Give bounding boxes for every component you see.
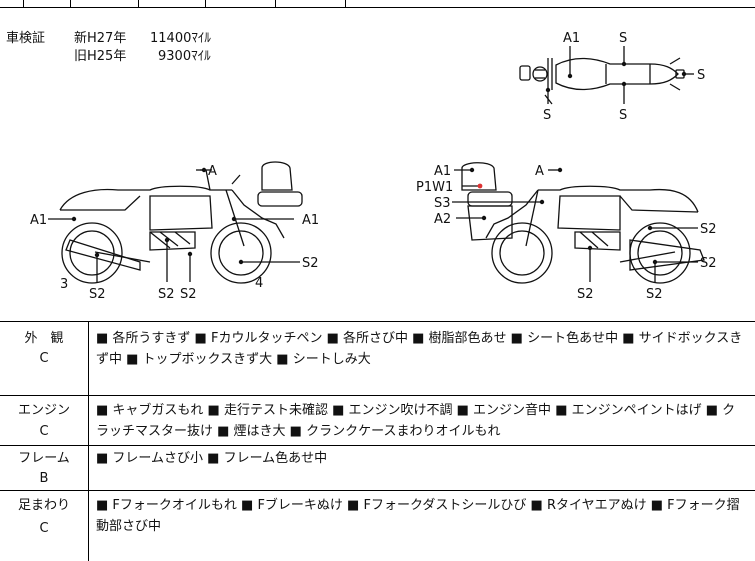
row-exterior-grade: C xyxy=(39,351,49,366)
top-view-motorcycle-icon xyxy=(519,57,685,105)
damage-dot xyxy=(231,216,237,222)
damage-dot xyxy=(164,237,170,243)
damage-dot xyxy=(201,167,207,173)
damage-dot xyxy=(71,216,77,222)
row-engine-notes: ■ キャブガスもれ ■ 走行テスト未確認 ■ エンジン吹け不調 ■ エンジン音中… xyxy=(96,403,736,439)
label-left-a: A xyxy=(208,164,217,179)
header-cell-divider xyxy=(345,0,346,7)
label-top-s-bottom-right: S xyxy=(619,108,627,123)
damage-dot xyxy=(539,199,545,205)
row-divider xyxy=(0,490,755,491)
row-suspension-grade: C xyxy=(39,521,49,536)
header-cell-divider xyxy=(138,0,139,7)
damage-dot xyxy=(587,245,593,251)
damage-dot xyxy=(94,252,100,258)
label-right-s2-lower: S2 xyxy=(700,256,717,271)
row-exterior-category: 外 観 xyxy=(24,331,64,346)
label-top-s-bottom-left: S xyxy=(543,108,551,123)
damage-dot xyxy=(567,73,573,79)
damage-dot xyxy=(652,259,658,265)
column-divider xyxy=(88,321,89,561)
label-right-s3: S3 xyxy=(434,196,451,211)
row-exterior-notes: ■ 各所うすきず ■ Fカウルタッチペン ■ 各所さび中 ■ 樹脂部色あせ ■ … xyxy=(96,331,743,367)
damage-dot xyxy=(557,167,563,173)
label-top-a1: A1 xyxy=(563,31,580,46)
old-inspection-label: 旧H25年 xyxy=(74,49,127,64)
row-divider xyxy=(0,395,755,396)
label-right-p1w1: P1W1 xyxy=(416,180,453,195)
damage-dot xyxy=(238,259,244,265)
paint-mark-dot xyxy=(477,183,483,189)
right-side-motorcycle-icon xyxy=(461,162,705,284)
damage-dot xyxy=(545,87,551,93)
table-top-border xyxy=(0,321,755,322)
label-right-a: A xyxy=(535,164,544,179)
damage-dot xyxy=(621,81,627,87)
row-frame-grade: B xyxy=(39,471,49,486)
header-cell-divider xyxy=(205,0,206,7)
row-engine-category: エンジン xyxy=(17,403,70,418)
label-left-4: 4 xyxy=(255,276,263,291)
damage-dot xyxy=(469,167,475,173)
inspection-label: 車検証 xyxy=(6,31,46,46)
row-suspension-category: 足まわり xyxy=(17,498,70,513)
label-right-s2-bottom-a: S2 xyxy=(577,287,594,302)
left-side-motorcycle-icon xyxy=(59,161,303,284)
label-left-s2-c: S2 xyxy=(180,287,197,302)
row-suspension-notes: ■ Fフォークオイルもれ ■ Fブレーキぬけ ■ Fフォークダストシールひび ■… xyxy=(96,498,740,534)
header-cell-divider xyxy=(275,0,276,7)
label-right-s2-upper: S2 xyxy=(700,222,717,237)
row-divider xyxy=(0,445,755,446)
motorcycle-damage-diagram: A1 S S S S A A1 A1 S2 3 S2 S2 S2 4 A1 A … xyxy=(30,31,717,302)
new-inspection-mileage: 11400ﾏｲﾙ xyxy=(150,31,211,46)
row-frame-category: フレーム xyxy=(18,451,70,466)
damage-dot xyxy=(647,225,653,231)
new-inspection-label: 新H27年 xyxy=(74,31,127,46)
label-left-3: 3 xyxy=(60,277,68,292)
damage-dot xyxy=(187,251,193,257)
row-engine-grade: C xyxy=(39,424,49,439)
damage-dot xyxy=(681,71,687,77)
label-left-s2-right: S2 xyxy=(302,256,319,271)
label-left-a1-right: A1 xyxy=(302,213,319,228)
damage-dot xyxy=(621,61,627,67)
label-right-a1: A1 xyxy=(434,164,451,179)
label-left-s2-a: S2 xyxy=(89,287,106,302)
label-left-a1: A1 xyxy=(30,213,47,228)
old-inspection-mileage: 9300ﾏｲﾙ xyxy=(158,49,211,64)
header-divider xyxy=(0,7,755,8)
label-top-s-right: S xyxy=(697,68,705,83)
label-right-a2: A2 xyxy=(434,212,451,227)
label-right-s2-bottom-b: S2 xyxy=(646,287,663,302)
label-left-s2-b: S2 xyxy=(158,287,175,302)
label-top-s: S xyxy=(619,31,627,46)
damage-dot xyxy=(481,215,487,221)
header-cell-divider xyxy=(23,0,24,7)
header-cell-divider xyxy=(70,0,71,7)
row-frame-notes: ■ フレームさび小 ■ フレーム色あせ中 xyxy=(96,451,328,466)
